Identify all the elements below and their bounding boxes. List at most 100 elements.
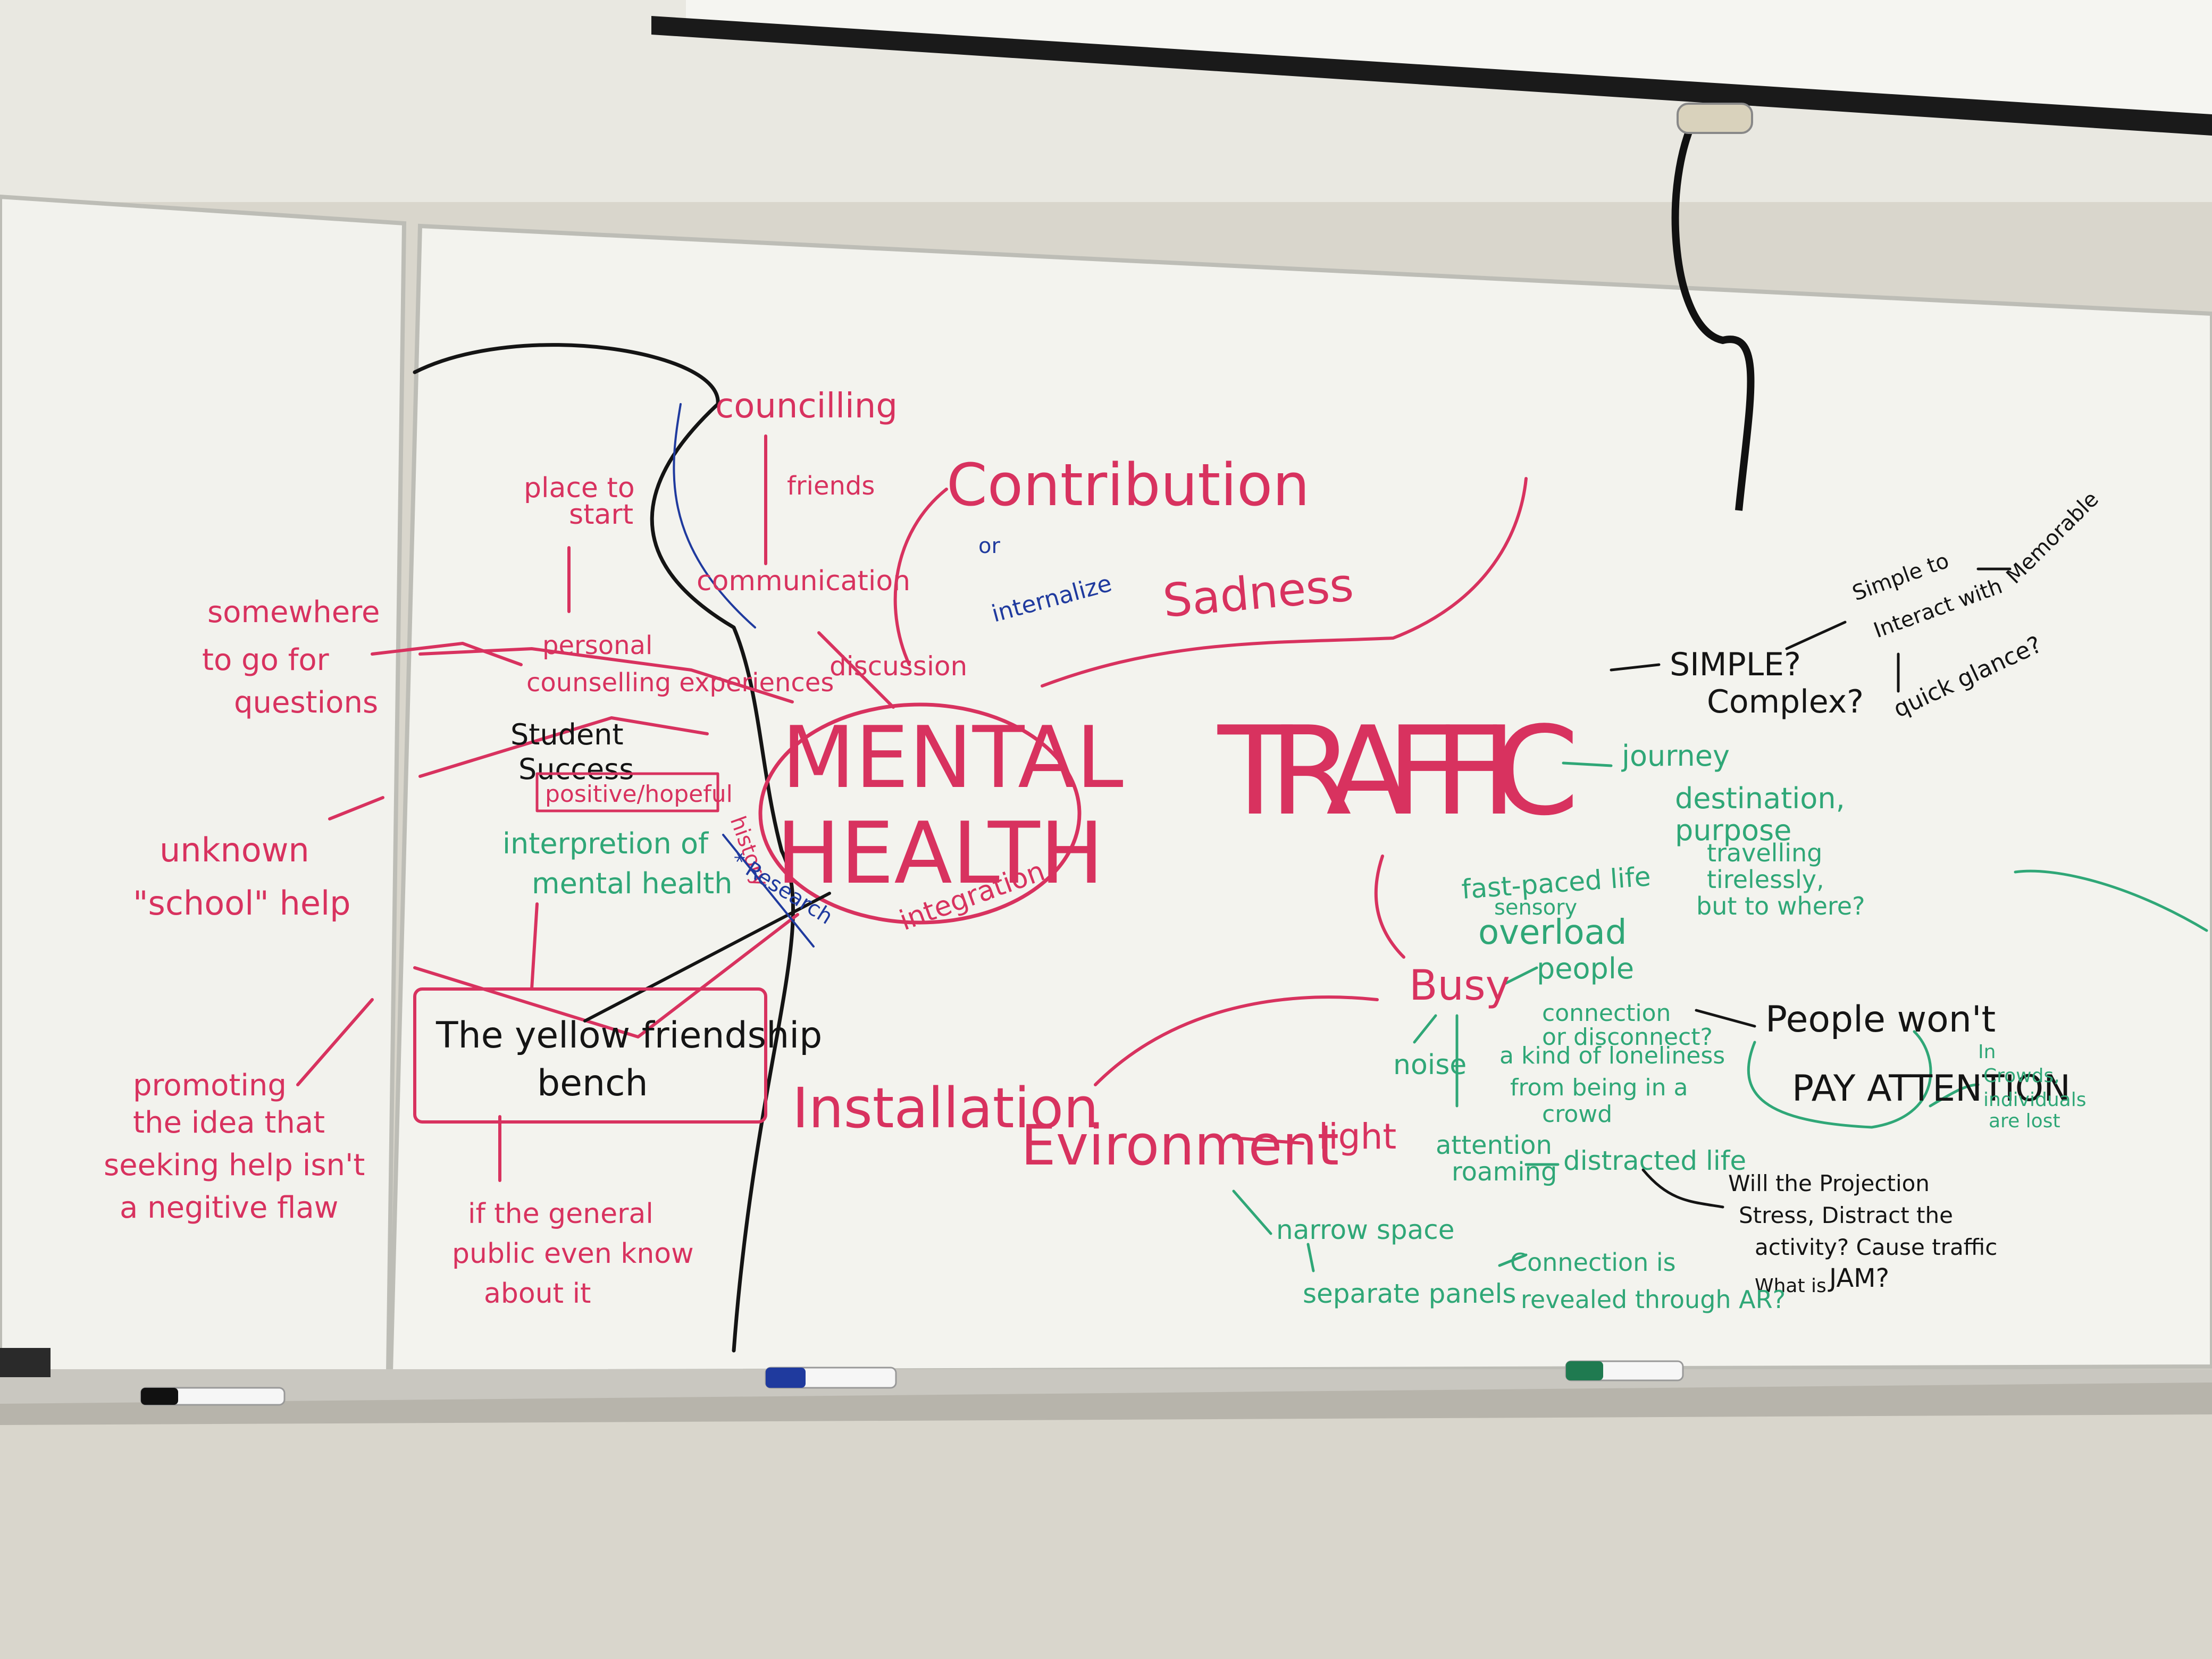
busy-label: Busy [1409,962,1510,1010]
line-env-light [1232,1136,1304,1145]
destination-line2: purpose [1675,814,1791,847]
line-discussion [817,631,895,709]
sensory-label: sensory [1494,895,1577,920]
place-to-start-line2: start [569,499,633,531]
interpretation-line2: mental health [532,867,732,900]
positive-box [535,772,719,812]
crowds-line1: In [1978,1041,1996,1063]
screen-bar [651,16,2212,136]
line-sadness [1041,477,1528,688]
what-is-label: What is [1755,1275,1826,1297]
lower-wall [0,1404,2212,1659]
projection-line4: JAM? [1828,1263,1889,1293]
projection-line2: Stress, Distract the [1739,1202,1953,1228]
overload-label: overload [1478,913,1627,952]
unknown-line2: "school" help [133,884,351,923]
line-separate-connection [1498,1253,1528,1267]
line-installation-busy [1094,995,1379,1086]
public-line3: about it [484,1278,591,1310]
promoting-line4: a negitive flaw [120,1191,338,1225]
line-narrow-separate [1306,1243,1315,1272]
line-busy-people [1503,966,1538,985]
somewhere-line1: somewhere [207,595,380,630]
promoting-line2: the idea that [133,1105,325,1140]
friends-label: friends [787,471,875,501]
public-line1: if the general [468,1198,653,1230]
line-env-narrow [1232,1189,1272,1235]
contribution-label: Contribution [946,451,1310,519]
black-divider-curve [413,343,795,1353]
line-personal [418,647,794,703]
main-panel [388,223,2212,1375]
travelling-line3: but to where? [1696,892,1865,920]
central-label-line1: MENTAL [782,708,1124,807]
line-crowd-arrow [2014,869,2208,932]
journey-label: journey [1621,739,1730,773]
eraser [0,1348,51,1377]
promoting-line1: promoting [133,1068,287,1103]
bottom-cluster: Installation Evironment light narrow spa… [792,1076,1786,1314]
green-connectors [1232,761,2208,1272]
research-underline [722,834,815,948]
attention-line2: roaming [1452,1157,1557,1187]
travelling-line1: travelling [1707,839,1822,867]
destination-line1: destination, [1675,782,1845,815]
line-connection-wont [1695,1009,1756,1028]
bench-box [413,987,767,1124]
whiteboard [0,194,2212,1425]
blue-marker-cap [766,1368,806,1388]
councilling-label: councilling [715,387,898,426]
somewhere-line3: questions [234,685,378,720]
connection-line2: or disconnect? [1542,1024,1713,1051]
projector-screen [651,0,2212,511]
green-marker-cap [1566,1361,1603,1380]
simple-label: SIMPLE? [1670,646,1801,683]
mental-health-bubble: MENTAL HEALTH [758,702,1124,925]
line-student [418,716,709,778]
wont-line1: People won't [1765,999,1996,1041]
pull-cord [1671,104,1755,511]
line-busy-noise [1413,1014,1437,1044]
place-to-start-line1: place to [524,472,635,504]
public-line2: public even know [452,1238,694,1270]
black-marker-cap [141,1388,178,1405]
line-somewhere [371,642,523,666]
markers [0,1348,1684,1406]
connection-line1: connection [1542,1000,1671,1027]
traffic-label: TRAFFIC [1217,701,1579,843]
complex-label: Complex? [1707,683,1864,720]
central-label-line2: HEALTH [776,803,1104,903]
crowds-line2: Crowds, [1983,1065,2060,1087]
bench-line1: The yellow friendship [435,1015,822,1057]
somewhere-line2: to go for [202,643,330,677]
tray-lip [0,1382,2212,1425]
promoting-line3: seeking help isn't [104,1148,365,1183]
narrow-label: narrow space [1276,1214,1455,1245]
line-traffic-journey [1562,761,1613,767]
or-label: or [978,534,1000,558]
central-circle [758,702,1082,925]
line-traffic-simple [1610,663,1661,672]
projection-line1: Will the Projection [1728,1170,1930,1196]
noise-label: noise [1393,1049,1467,1081]
line-traffic-busy [1374,854,1405,959]
light-label: light [1319,1116,1396,1157]
loneliness-line3: crowd [1542,1101,1612,1128]
environment-label: Evironment [1021,1113,1339,1178]
wont-line2: PAY ATTENTION [1792,1068,2071,1110]
crowds-line3: individuals [1983,1089,2086,1111]
blue-divider-curve [673,403,756,629]
communication-label: communication [697,565,910,597]
student-line1: Student [510,718,624,751]
black-connectors [1610,567,2012,1209]
separate-label: separate panels [1303,1278,1516,1309]
unknown-line1: unknown [160,831,309,869]
personal-line1: personal [542,631,652,660]
installation-label: Installation [792,1076,1099,1141]
line-distracted-projection [1641,1168,1724,1209]
connection-ar-line2: revealed through AR? [1521,1285,1786,1314]
interpretation-line1: interpretion of [502,827,709,860]
connection-ar-line1: Connection is [1510,1248,1676,1277]
line-wont-bracket [1747,1030,1932,1129]
